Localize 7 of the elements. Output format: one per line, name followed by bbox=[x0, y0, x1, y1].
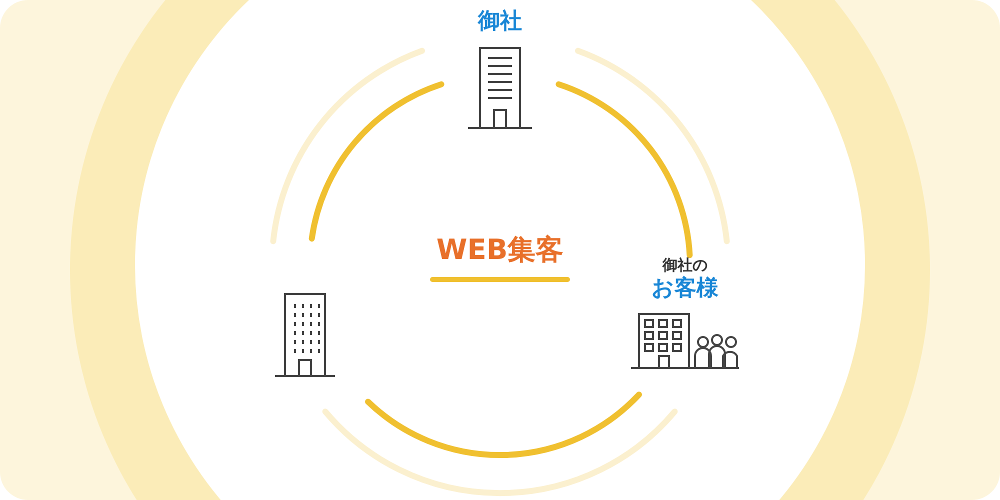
center-title: WEB集客 bbox=[436, 232, 564, 267]
node-heading: お客様 bbox=[652, 274, 718, 302]
connector-arc bbox=[556, 81, 693, 258]
connector-arc bbox=[365, 392, 642, 458]
connector-arc bbox=[308, 81, 444, 242]
node-subheading: 御社の bbox=[662, 256, 708, 275]
node-heading: 御社 bbox=[478, 8, 522, 36]
